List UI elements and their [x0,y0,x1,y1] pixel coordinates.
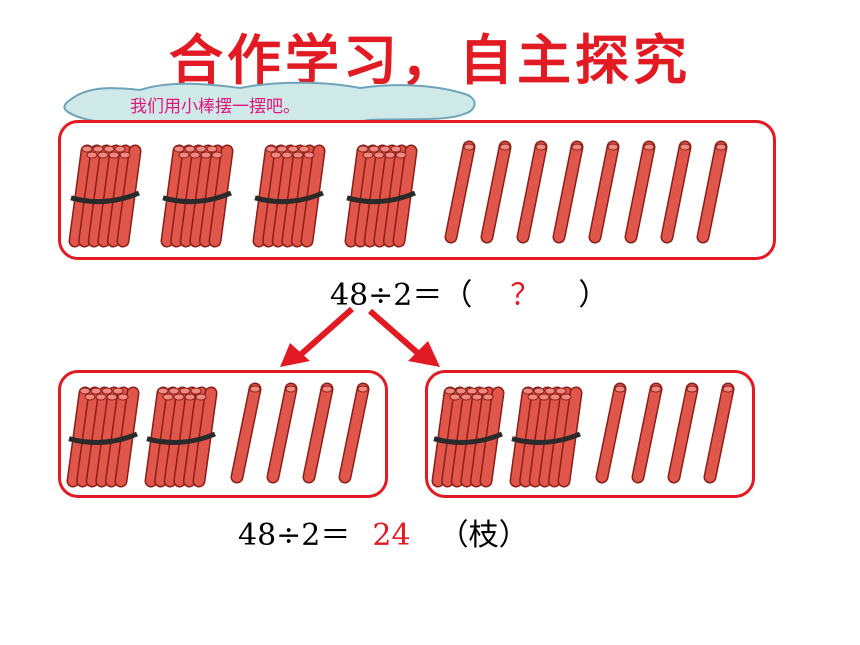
single-stick [302,382,334,484]
equation-bottom-expression: 48÷2＝ [238,518,351,553]
right-sticks [431,382,735,488]
right-stick-group [425,370,755,498]
single-stick [516,140,548,244]
single-stick [266,382,298,484]
equation-top-expression: 48÷2＝（ [330,278,473,313]
bubble-text: 我们用小棒摆一摆吧。 [130,97,300,117]
split-arrows [280,306,440,367]
stick-bundle [344,144,418,248]
stick-bundle [252,144,326,248]
top-stick-group [58,120,776,260]
single-stick [624,140,656,244]
equation-top-close: ） [578,278,609,313]
stick-bundle [68,144,142,248]
stick-bundle [431,386,505,488]
single-stick [588,140,620,244]
equation-bottom-unit: （枝） [438,518,529,553]
left-stick-group [58,370,388,498]
left-sticks [66,382,370,488]
equation-bottom: 48÷2＝ 24 （枝） [238,510,529,554]
stick-bundle [144,386,218,488]
single-stick [696,140,728,244]
single-stick [631,382,663,484]
stick-bundle [509,386,583,488]
single-stick [552,140,584,244]
single-stick [338,382,370,484]
single-stick [480,140,512,244]
single-stick [660,140,692,244]
page-title: 合作学习，自主探究 [169,29,691,92]
top-sticks [68,140,728,248]
equation-top-answer: ？ [510,278,541,313]
single-stick [595,382,627,484]
single-stick [703,382,735,484]
single-stick [230,382,262,484]
equation-bottom-answer: 24 [372,518,411,553]
stick-bundle [160,144,234,248]
single-stick [444,140,476,244]
equation-top: 48÷2＝（ ？ ） [330,270,608,314]
stick-bundle [66,386,140,488]
single-stick [667,382,699,484]
